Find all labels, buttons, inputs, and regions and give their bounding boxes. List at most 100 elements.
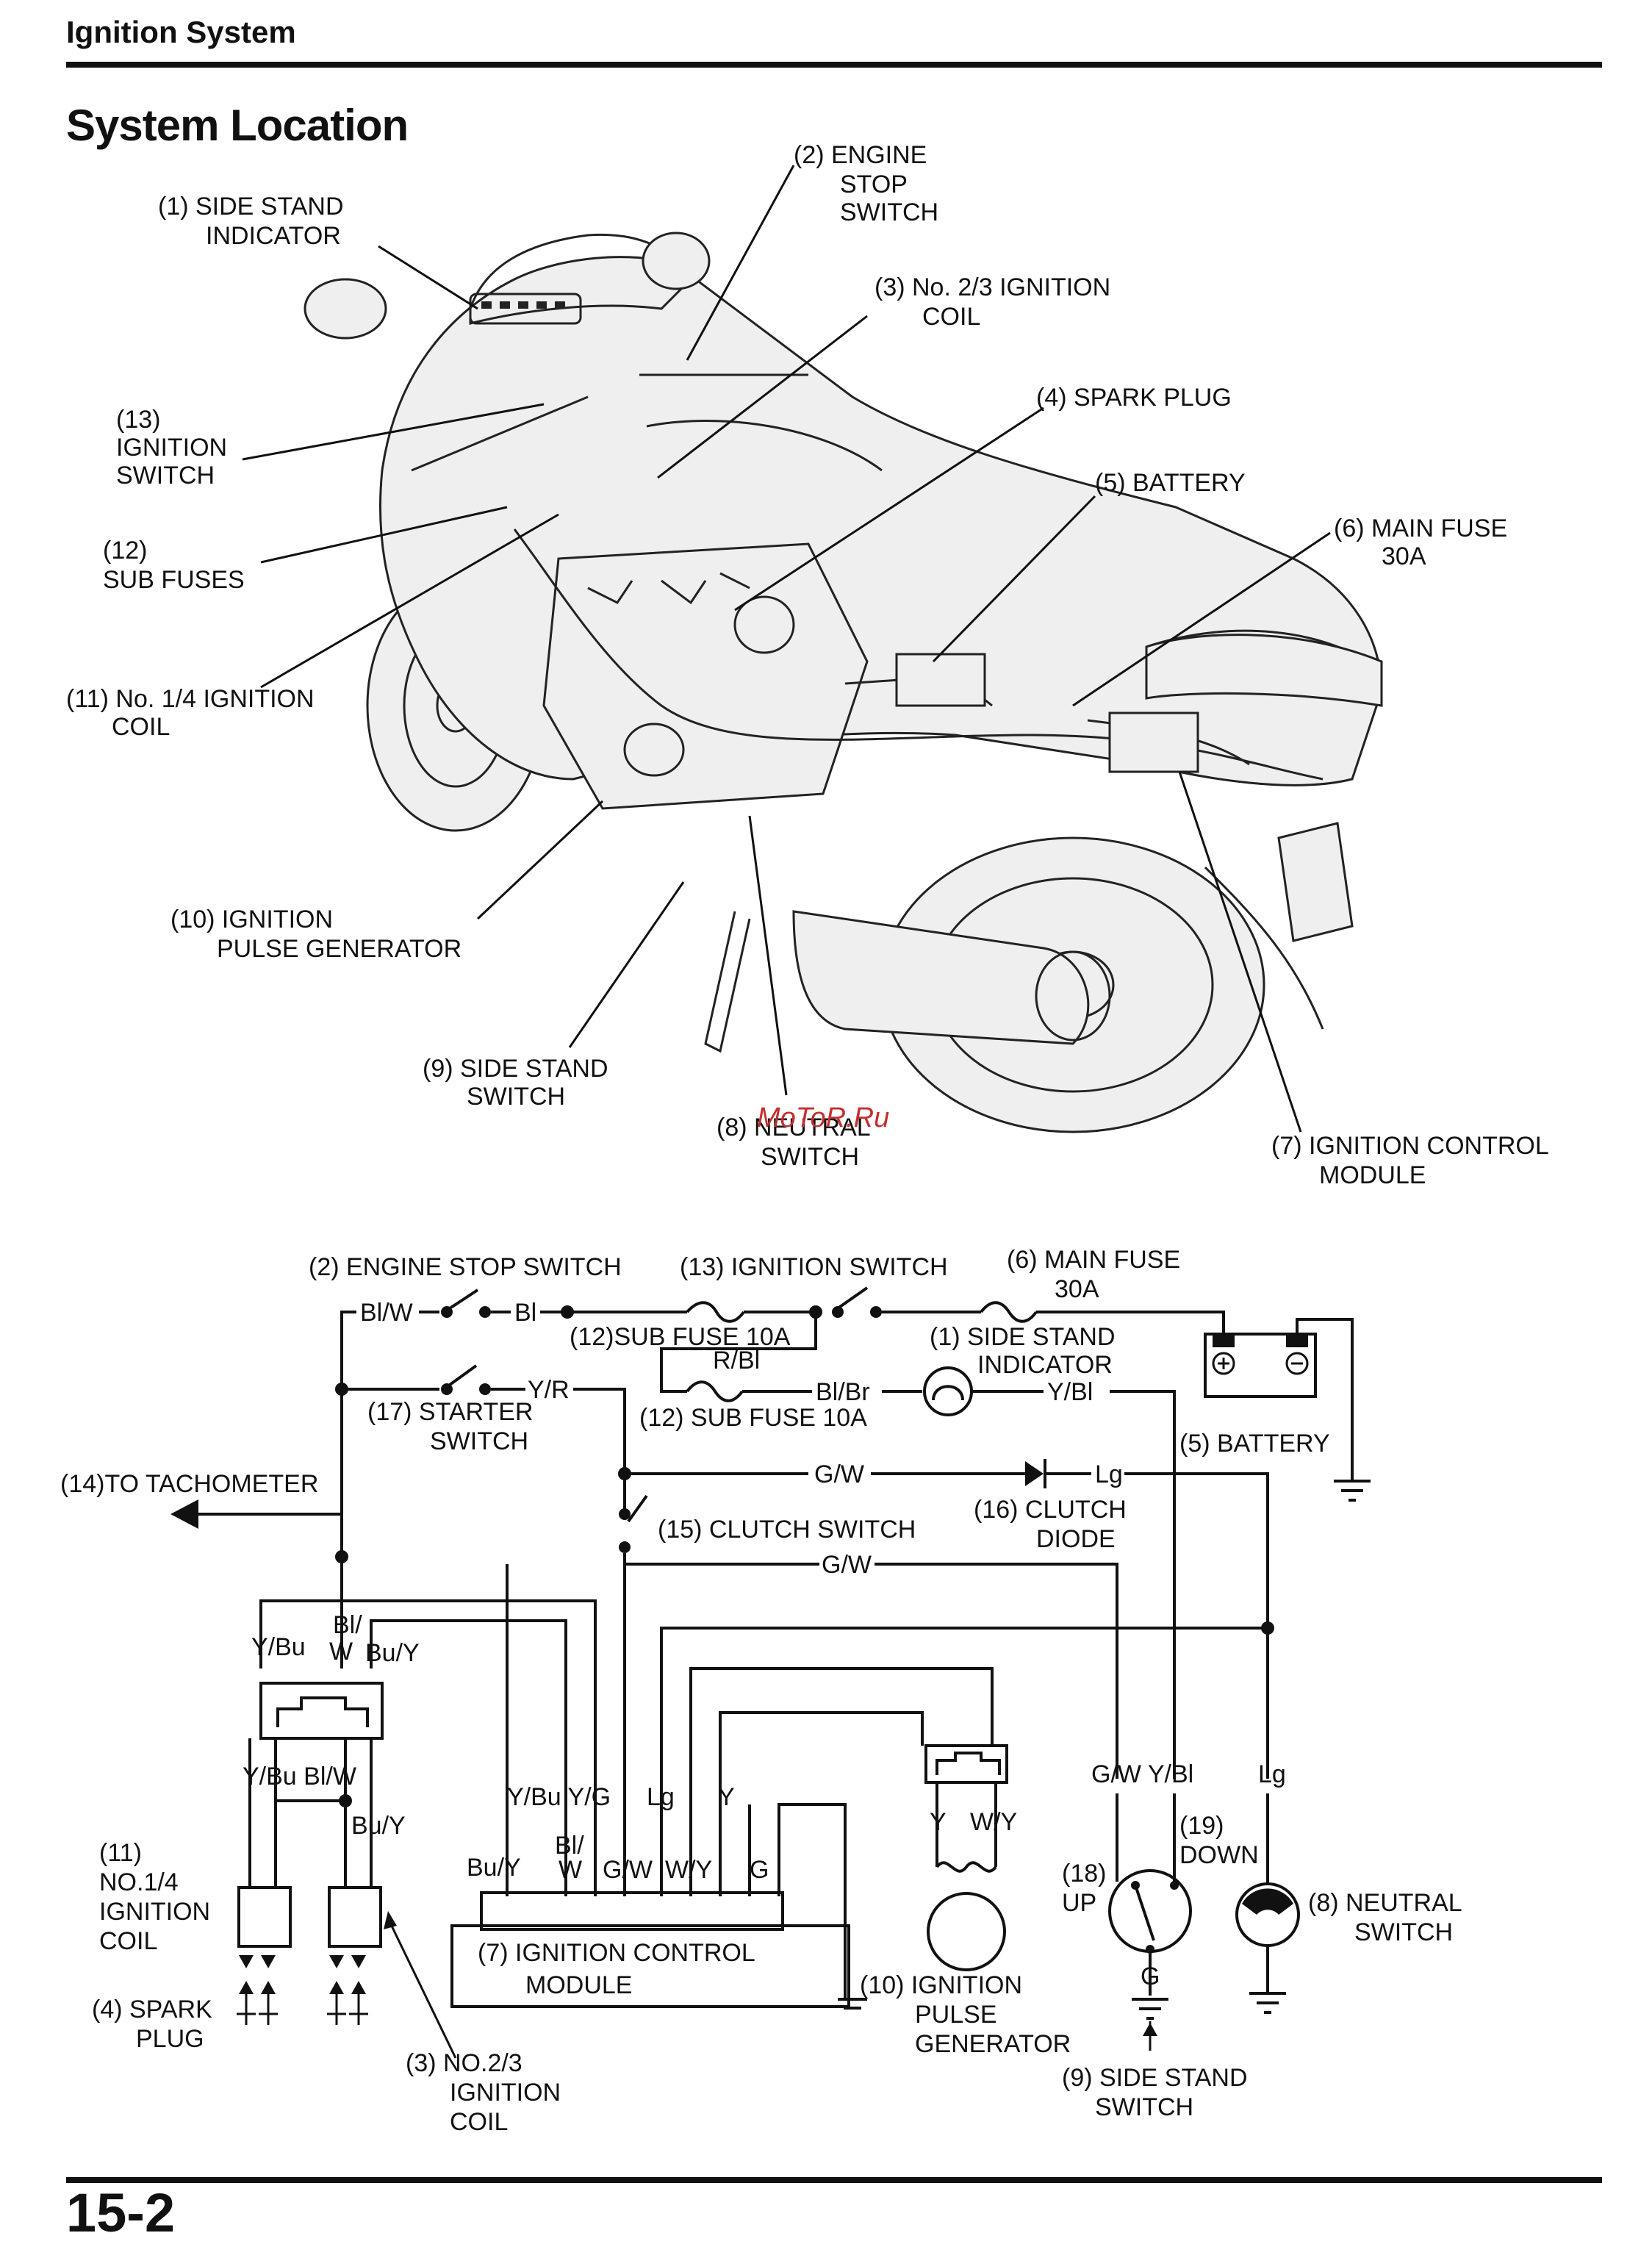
svg-text:NO.1/4: NO.1/4 xyxy=(99,1868,179,1896)
pulse-generator-connector xyxy=(924,1744,1008,1784)
svg-text:DOWN: DOWN xyxy=(1179,1841,1259,1869)
sub-fuse-bottom-label: (12) SUB FUSE 10A xyxy=(639,1404,867,1432)
location-callout-1: (1) SIDE STAND INDICATOR xyxy=(158,193,344,250)
svg-text:Bl/Br: Bl/Br xyxy=(816,1378,870,1406)
location-callout-12: (12) SUB FUSES xyxy=(103,537,245,594)
coil-2-3-label: (3) NO.2/3 xyxy=(406,2049,522,2077)
side-stand-switch-symbol xyxy=(1108,1869,1192,1953)
clutch-switch-contact xyxy=(619,1508,631,1520)
coil-2-3-symbol xyxy=(328,1886,382,1948)
svg-text:Y/Bu Bl/W: Y/Bu Bl/W xyxy=(243,1763,356,1790)
spark-plug-label: (4) SPARK xyxy=(92,1996,212,2023)
icm-illustration xyxy=(1108,711,1199,773)
to-tachometer-arrow xyxy=(170,1499,198,1529)
engine-stop-switch-contact xyxy=(441,1306,453,1318)
svg-text:W/Y: W/Y xyxy=(970,1808,1017,1836)
svg-text:MODULE: MODULE xyxy=(1319,1161,1426,1189)
svg-text:(9) SIDE STAND: (9) SIDE STAND xyxy=(423,1055,608,1083)
coil-1-4-label: (11) xyxy=(99,1839,142,1867)
svg-text:W: W xyxy=(559,1856,582,1884)
svg-text:Y/Bu Y/G: Y/Bu Y/G xyxy=(507,1783,611,1811)
svg-text:Lg: Lg xyxy=(647,1783,675,1811)
side-stand-down-label: (19) xyxy=(1179,1812,1224,1840)
footer-rule xyxy=(66,2177,1602,2183)
watermark: MoToR.Ru xyxy=(757,1103,890,1133)
svg-text:SWITCH: SWITCH xyxy=(1095,2093,1193,2121)
svg-text:W/Y: W/Y xyxy=(665,1856,712,1884)
side-stand-indicator-lamp xyxy=(923,1366,973,1416)
location-callout-11: (11) No. 1/4 IGNITION COIL xyxy=(66,685,315,741)
svg-text:Bl/W: Bl/W xyxy=(360,1299,413,1327)
engine xyxy=(542,542,869,810)
svg-text:PULSE: PULSE xyxy=(915,2001,997,2029)
svg-text:Y/Bu: Y/Bu xyxy=(251,1633,306,1661)
engine-stop-switch-label: (2) ENGINE STOP SWITCH xyxy=(309,1253,622,1281)
svg-text:DIODE: DIODE xyxy=(1036,1525,1116,1553)
ignition-switch-label: (13) IGNITION SWITCH xyxy=(680,1253,948,1281)
svg-text:(13): (13) xyxy=(116,406,160,434)
svg-text:COIL: COIL xyxy=(922,303,980,331)
svg-text:GENERATOR: GENERATOR xyxy=(915,2030,1071,2058)
svg-text:IGNITION: IGNITION xyxy=(450,2079,561,2107)
svg-text:(7) IGNITION CONTROL: (7) IGNITION CONTROL xyxy=(1271,1132,1549,1160)
svg-text:COIL: COIL xyxy=(99,1927,157,1955)
svg-text:PULSE GENERATOR: PULSE GENERATOR xyxy=(217,935,462,963)
svg-text:SWITCH: SWITCH xyxy=(430,1427,528,1455)
svg-text:SWITCH: SWITCH xyxy=(116,462,215,490)
clutch-diode-label: (16) CLUTCH xyxy=(974,1496,1127,1524)
svg-text:Lg: Lg xyxy=(1258,1760,1286,1788)
svg-text:COIL: COIL xyxy=(112,713,170,741)
starter-switch-contact xyxy=(441,1383,453,1395)
svg-text:(3) No. 2/3 IGNITION: (3) No. 2/3 IGNITION xyxy=(875,273,1110,301)
location-callout-9: (9) SIDE STAND SWITCH xyxy=(423,1055,608,1111)
svg-text:G/W: G/W xyxy=(822,1551,872,1579)
svg-text:(11) No. 1/4 IGNITION: (11) No. 1/4 IGNITION xyxy=(66,685,315,713)
side-stand-switch-label: (9) SIDE STAND xyxy=(1062,2064,1248,2092)
svg-text:Y/Bl: Y/Bl xyxy=(1047,1378,1093,1406)
clutch-switch-label: (15) CLUTCH SWITCH xyxy=(658,1516,916,1544)
side-stand-up-label: (18) xyxy=(1062,1860,1106,1888)
page-heading: System Location xyxy=(66,101,409,150)
pulse-generator-label: (10) IGNITION xyxy=(860,1971,1022,1999)
svg-text:UP: UP xyxy=(1062,1889,1096,1917)
svg-text:INDICATOR: INDICATOR xyxy=(977,1351,1113,1379)
svg-text:SWITCH: SWITCH xyxy=(1354,1918,1453,1946)
svg-text:G/W: G/W xyxy=(603,1856,653,1884)
svg-text:(2) ENGINE: (2) ENGINE xyxy=(794,141,927,169)
svg-text:MODULE: MODULE xyxy=(525,1971,632,1999)
svg-text:Bl: Bl xyxy=(514,1299,536,1327)
svg-text:(4) SPARK PLUG: (4) SPARK PLUG xyxy=(1036,384,1232,412)
svg-text:Bl/: Bl/ xyxy=(555,1832,584,1860)
wiring-schematic: (2) ENGINE STOP SWITCH (13) IGNITION SWI… xyxy=(60,1246,1462,2136)
svg-text:PLUG: PLUG xyxy=(136,2025,204,2053)
icm-label: (7) IGNITION CONTROL xyxy=(478,1939,755,1967)
clutch-diode-symbol xyxy=(1025,1461,1044,1486)
motorcycle-illustration xyxy=(304,232,1383,1133)
section-header: Ignition System xyxy=(66,15,296,49)
svg-text:INDICATOR: INDICATOR xyxy=(206,222,341,250)
location-callout-3: (3) No. 2/3 IGNITION COIL xyxy=(875,273,1110,331)
location-callout-5: (5) BATTERY xyxy=(1095,469,1246,497)
to-tachometer-label: (14)TO TACHOMETER xyxy=(60,1470,318,1498)
ignition-control-module-symbol xyxy=(450,1924,850,2008)
svg-text:IGNITION: IGNITION xyxy=(116,434,227,462)
coil-connector xyxy=(259,1682,384,1740)
side-stand-indicator-label: (1) SIDE STAND xyxy=(930,1323,1116,1351)
svg-text:(8) NEUTRAL: (8) NEUTRAL xyxy=(717,1114,871,1141)
sub-fuse-top-label: (12)SUB FUSE 10A xyxy=(570,1323,791,1351)
svg-text:SWITCH: SWITCH xyxy=(840,198,938,226)
left-mirror xyxy=(304,278,387,340)
svg-text:STOP: STOP xyxy=(840,171,908,198)
svg-text:Bl/: Bl/ xyxy=(333,1611,362,1639)
bodywork xyxy=(378,256,1383,786)
location-callout-8: (8) NEUTRAL SWITCH xyxy=(717,1114,871,1171)
svg-text:(12): (12) xyxy=(103,537,147,564)
coil-1-4-symbol xyxy=(237,1886,292,1948)
battery-symbol xyxy=(1204,1333,1317,1398)
svg-text:Bu/Y: Bu/Y xyxy=(467,1854,521,1882)
main-fuse-label: (6) MAIN FUSE xyxy=(1007,1246,1180,1274)
svg-text:SWITCH: SWITCH xyxy=(761,1143,859,1171)
svg-text:Y/R: Y/R xyxy=(528,1376,570,1404)
spark-plug-symbols xyxy=(239,1955,366,1994)
svg-text:G: G xyxy=(1141,1962,1160,1990)
